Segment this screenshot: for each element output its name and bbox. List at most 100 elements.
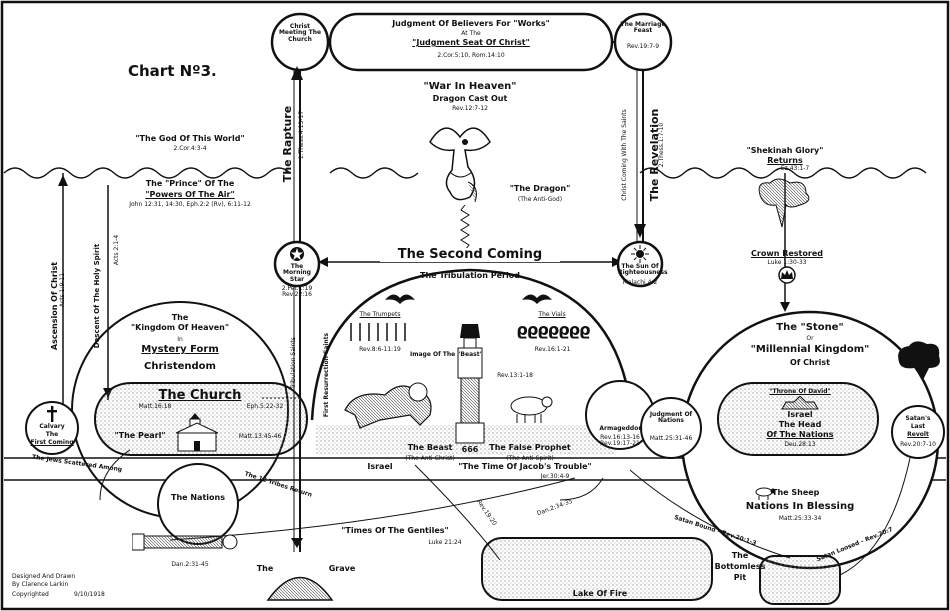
- lake-of-fire: [481, 537, 713, 601]
- god-of-world-label: "The God Of This World": [135, 134, 245, 143]
- armageddon-label: Armageddon: [599, 425, 643, 432]
- sun-icon: [631, 245, 649, 263]
- morning-star-ref: 2.Pet.1:19 Rev.22:16: [281, 285, 313, 299]
- kingdom-heaven-line1: The: [171, 313, 189, 322]
- statue-lying-icon: [132, 528, 242, 558]
- church-pill: [94, 382, 308, 456]
- rev1920-curve: [414, 464, 501, 561]
- eagle-icon: [385, 290, 415, 308]
- throne-icon: [780, 396, 820, 410]
- revelation-saints: Christ Coming With The Saints: [621, 109, 628, 201]
- eagle-icon: [522, 290, 552, 308]
- mystery-curve: [99, 449, 131, 501]
- israel-head-ref: Deu.28:13: [784, 441, 816, 448]
- satan-revolt-circle: [891, 405, 945, 459]
- armageddon-ref: Rev.16:13-16 Rev.19:17-21: [600, 434, 640, 448]
- church-ref1: Matt.16:18: [138, 403, 172, 410]
- sheep-line1: The Sheep: [772, 488, 820, 497]
- rapture-ref: 1.Thess.4:13-17: [298, 110, 305, 160]
- satan-revolt-ref: Rev.20:7-10: [900, 441, 936, 448]
- grave-right: Grave: [328, 564, 356, 573]
- sun-circle: [616, 240, 664, 288]
- star-icon: [289, 246, 305, 262]
- church-pearl: "The Pearl": [114, 431, 166, 440]
- credit-line4: 9/10/1918: [74, 591, 105, 598]
- crown-icon: [781, 270, 793, 280]
- calvary-line3: First Coming: [30, 439, 74, 446]
- god-of-world-ref: 2.Cor.4:3-4: [173, 145, 207, 152]
- sun-label: The Sun Of Righteousness: [618, 263, 668, 277]
- stone-line3: "Millennial Kingdom": [750, 344, 870, 355]
- tribulation-saints-label: Tribulation Saints: [290, 337, 297, 389]
- nations-label: The Nations: [171, 493, 225, 502]
- cross-icon: [46, 406, 58, 422]
- judgment-seat-ref: 2.Cor.5:10, Rom.14:10: [437, 52, 505, 59]
- sun-ref: Malachi 4:2: [622, 279, 658, 286]
- calvary-line2: The: [45, 431, 59, 438]
- second-coming-label: The Second Coming: [380, 248, 560, 262]
- calvary-line1: Calvary: [39, 423, 65, 430]
- crown-label: Crown Restored: [751, 249, 823, 258]
- kingdom-heaven-line5: Christendom: [144, 361, 216, 372]
- morning-star-circle: [273, 240, 321, 288]
- times-gentiles-ref: Luke 21:24: [428, 539, 462, 546]
- revelation-ref: 2.Thess.1:7-10: [658, 122, 665, 168]
- credit-line3: Copyrighted: [12, 591, 49, 598]
- first-resurrection-label: First Resurrection Saints: [323, 332, 330, 418]
- bottomless-line3: Pit: [733, 573, 747, 582]
- judgment-nations-label: Judgment Of Nations: [649, 411, 693, 425]
- grave-left: The: [256, 564, 274, 573]
- israel-timeline-label: Israel: [367, 462, 393, 471]
- church-icon: [172, 413, 222, 453]
- judgment-nations-circle: [640, 397, 702, 459]
- dan234-curve: [559, 477, 604, 501]
- stone-line4: Of Christ: [790, 358, 830, 367]
- ascension-ref: Acts 1:9-11: [59, 272, 66, 308]
- dragon-label: "The Dragon": [509, 184, 571, 193]
- stone-line2: Or: [806, 335, 814, 342]
- lake-fire-label: Lake Of Fire: [572, 589, 628, 598]
- israel-head-line3: Of The Nations: [766, 430, 834, 439]
- church-label: The Church: [158, 388, 242, 403]
- sheep-icon: [505, 392, 555, 424]
- war-in-heaven-ref: Rev.12:7-12: [452, 105, 488, 112]
- statue-icon: [452, 318, 488, 446]
- credit-line2: By Clarence Larkin: [12, 581, 69, 588]
- sheep-ref: Matt.25:33-34: [778, 515, 822, 522]
- satan-revolt-line3: Revolt: [907, 431, 929, 438]
- satan-bound-curve: [629, 469, 791, 559]
- time-jacob-label: "The Time Of Jacob's Trouble": [458, 462, 592, 471]
- trumpets-ref: Rev.8:6-11:19: [359, 346, 401, 353]
- false-prophet-label: The False Prophet: [489, 443, 571, 452]
- satan-revolt-line2: Last: [910, 423, 926, 430]
- image-beast-label: Image Of The "Beast": [410, 351, 483, 358]
- time-jacob-ref: Jer.30:4-9: [540, 473, 570, 480]
- vials-icons: ϱϱϱϱϱϱϱ: [516, 320, 590, 339]
- christ-meeting-label: Christ Meeting The Church: [278, 23, 322, 43]
- tribulation-label: The Tribulation Period: [420, 271, 520, 280]
- kingdom-heaven-line3: In: [177, 336, 183, 343]
- calvary-circle: [25, 401, 79, 455]
- dan-1-ref: Dan.2:31-45: [171, 561, 209, 568]
- the-beast-label: The Beast: [407, 443, 453, 452]
- times-gentiles-label: "Times Of The Gentiles": [341, 526, 449, 535]
- dragon-icon: [420, 112, 500, 207]
- marriage-feast-label: The Marriage Feast: [620, 21, 666, 35]
- credit-line1: Designed And Drawn: [12, 573, 76, 580]
- kingdom-heaven-line2: "Kingdom Of Heaven": [131, 323, 229, 332]
- stone-line1: The "Stone": [776, 322, 844, 333]
- israel-head-line1: Israel: [787, 410, 813, 419]
- air-wavy-line: [3, 167, 927, 179]
- judgment-seat-line3: "Judgment Seat Of Christ": [412, 38, 530, 47]
- war-in-heaven-title: "War In Heaven": [423, 81, 517, 92]
- volcano-icon: [895, 340, 943, 380]
- shekinah-ref: Ez.43:1-7: [780, 165, 810, 172]
- war-in-heaven-sub: Dragon Cast Out: [432, 94, 508, 103]
- israel-head-line2: The Head: [778, 420, 822, 429]
- prince-line1: The "Prince" Of The: [145, 179, 235, 188]
- grave-mound: [266, 576, 334, 601]
- vials-label: The Vials: [538, 311, 566, 318]
- the-beast-sub: (The Anti-Christ): [405, 455, 455, 462]
